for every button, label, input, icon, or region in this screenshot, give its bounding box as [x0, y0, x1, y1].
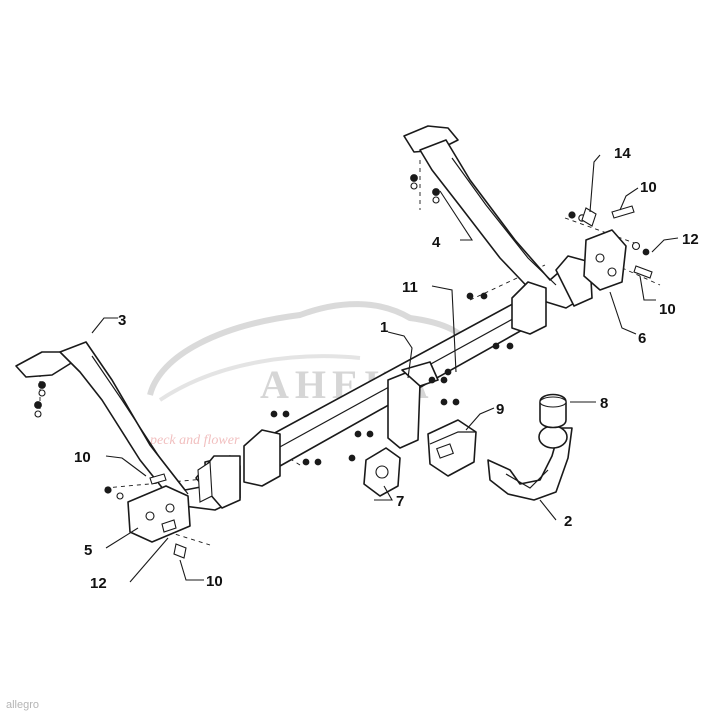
callout-labels: 3 1 4 5 6 7 8 9 10 10 10 10 11 12 12 14 …: [74, 145, 699, 592]
callout-8: 8: [600, 395, 608, 412]
socket-plate: [363, 447, 401, 497]
callout-12-right: 12: [682, 231, 699, 248]
callout-3: 3: [118, 312, 126, 329]
footer-logo: allegro: [6, 699, 40, 711]
callout-2: 2: [564, 513, 572, 530]
left-mounting-plate: [127, 485, 191, 543]
callout-4: 4: [432, 234, 441, 251]
main-cross-beam: [243, 281, 547, 487]
callout-10-left-upper: 10: [74, 449, 91, 466]
leader-lines: [91, 154, 679, 583]
fasteners: [34, 174, 653, 559]
callout-1: 1: [380, 319, 388, 336]
callout-9: 9: [496, 401, 504, 418]
left-side-bracket: [15, 341, 241, 511]
watermark-car-outline: [147, 301, 473, 396]
callout-14: 14: [614, 145, 631, 162]
callout-12-left: 12: [90, 575, 107, 592]
watermark-car-swoosh: [158, 354, 361, 402]
watermark-subtitle: peck and flower: [149, 433, 240, 448]
callout-7: 7: [396, 493, 404, 510]
callout-10-left-lower: 10: [206, 573, 223, 590]
callout-10-right-upper: 10: [640, 179, 657, 196]
electrical-module: [427, 419, 477, 477]
right-mounting-plate: [583, 229, 627, 291]
callout-11: 11: [402, 279, 418, 296]
right-side-bracket: [403, 125, 593, 309]
callout-6: 6: [638, 330, 646, 347]
tow-ball-assembly: [487, 393, 573, 501]
callout-5: 5: [84, 542, 92, 559]
assembly-lines: [39, 160, 661, 546]
callout-10-right-lower: 10: [659, 301, 676, 318]
